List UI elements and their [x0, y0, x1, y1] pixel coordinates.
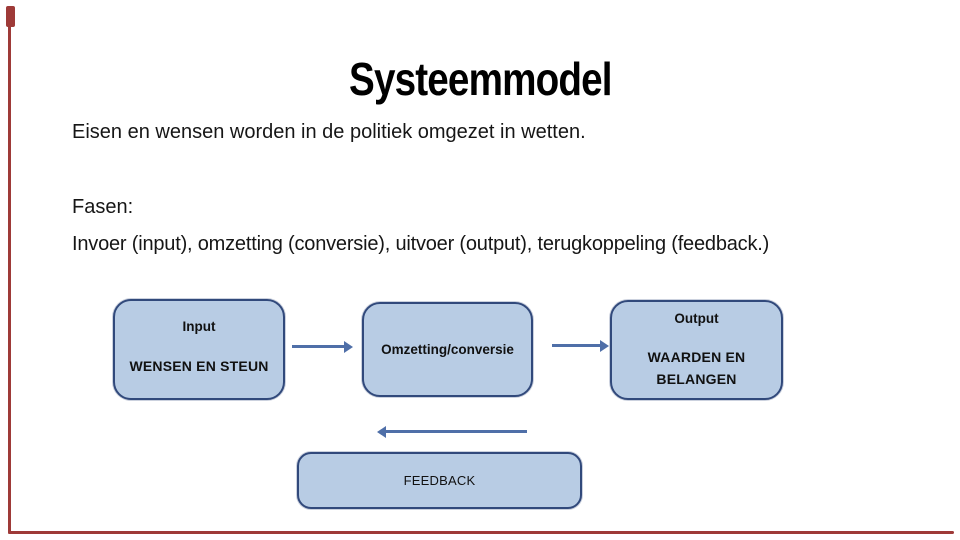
arrow-input-to-conversion-icon [292, 340, 353, 353]
output-box-subtitle-line2: BELANGEN [656, 370, 737, 387]
conversion-box: Omzetting/conversie [362, 302, 533, 397]
conversion-box-title: Omzetting/conversie [381, 342, 514, 357]
title-area: Systeemmodel [0, 52, 960, 106]
output-box-title: Output [674, 311, 719, 326]
output-box-subtitle: WAARDEN EN BELANGEN [612, 347, 781, 390]
fasen-label: Fasen: [72, 196, 134, 218]
intro-text: Eisen en wensen worden in de politiek om… [72, 121, 586, 143]
arrow-feedback-return-icon [377, 425, 527, 438]
fasen-detail-text: Invoer (input), omzetting (conversie), u… [72, 233, 770, 255]
output-box: Output WAARDEN EN BELANGEN [610, 300, 783, 400]
arrow-conversion-to-output-icon [552, 339, 609, 352]
input-box: Input WENSEN EN STEUN [113, 299, 285, 400]
red-border-bottom [8, 531, 954, 534]
input-box-title: Input [182, 319, 216, 334]
output-box-subtitle-line1: WAARDEN EN [647, 349, 746, 365]
input-box-subtitle: WENSEN EN STEUN [129, 358, 269, 374]
feedback-box: FEEDBACK [297, 452, 582, 509]
page-title: Systeemmodel [348, 53, 613, 105]
feedback-box-title: FEEDBACK [403, 473, 476, 488]
red-corner-mark [6, 6, 15, 27]
red-border-left [8, 24, 11, 534]
